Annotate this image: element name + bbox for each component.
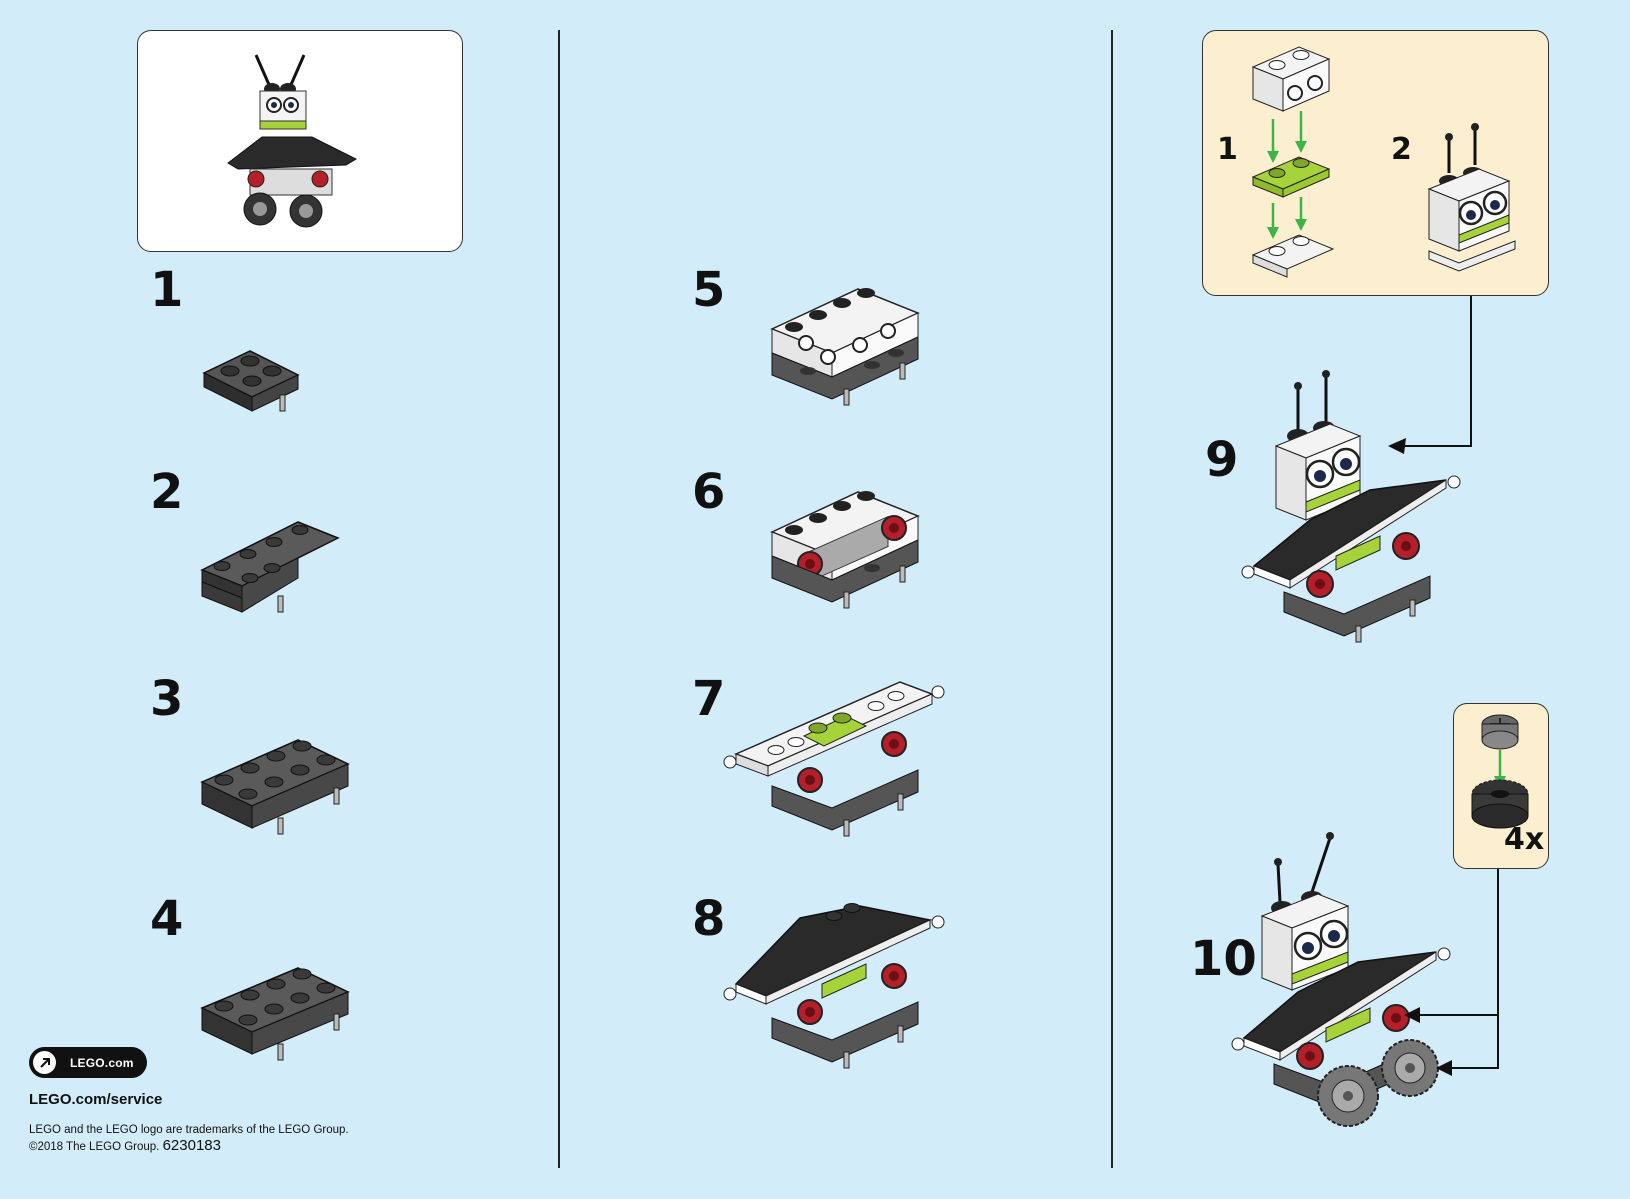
wheel-subassembly-callout: 4x	[1453, 703, 1549, 869]
step-number-2: 2	[150, 464, 184, 520]
step-number-7: 7	[692, 671, 726, 727]
step-4-model	[200, 967, 350, 1061]
step-number-10: 10	[1190, 931, 1257, 987]
legal-text: LEGO and the LEGO logo are trademarks of…	[29, 1123, 349, 1155]
legal-line-1: LEGO and the LEGO logo are trademarks of…	[29, 1124, 349, 1136]
step-number-5: 5	[692, 262, 726, 318]
step-number-4: 4	[150, 891, 184, 947]
copyright-text: ©2018 The LEGO Group.	[29, 1141, 160, 1153]
head-subassembly-1-model	[1251, 46, 1335, 278]
step-3-model	[200, 739, 350, 835]
step-2-model	[200, 521, 340, 613]
step-7-model	[723, 681, 945, 837]
step-number-6: 6	[692, 464, 726, 520]
service-link[interactable]: LEGO.com/service	[29, 1091, 163, 1108]
step-8-model	[723, 903, 945, 1069]
step-1-model	[202, 350, 300, 412]
step-9-model	[1241, 370, 1461, 643]
column-divider-right	[1111, 30, 1113, 1168]
head-subassembly-2-model	[1427, 123, 1516, 272]
step-number-8: 8	[692, 891, 726, 947]
subassembly-step-2: 2	[1391, 132, 1412, 167]
head-subassembly-callout: 1 2	[1202, 30, 1549, 296]
wheel-multiplier: 4x	[1504, 822, 1545, 857]
finished-robot-model	[227, 54, 358, 228]
step-6-model	[770, 491, 920, 609]
step-10-model	[1231, 832, 1451, 1127]
step-number-1: 1	[150, 262, 184, 318]
step-number-3: 3	[150, 671, 184, 727]
lego-com-link-label: LEGO.com	[70, 1055, 134, 1070]
lego-com-link[interactable]: LEGO.com	[29, 1047, 147, 1078]
column-divider-left	[558, 30, 560, 1168]
subassembly-step-1: 1	[1217, 132, 1238, 167]
arrow-northeast-icon	[33, 1051, 56, 1074]
product-code: 6230183	[162, 1137, 221, 1154]
wheel-subassembly-model	[1471, 714, 1529, 829]
step-number-9: 9	[1205, 432, 1239, 488]
legal-line-2: ©2018 The LEGO Group. 6230183	[29, 1138, 349, 1155]
step-5-model	[770, 288, 920, 406]
finished-model-box	[137, 30, 463, 252]
